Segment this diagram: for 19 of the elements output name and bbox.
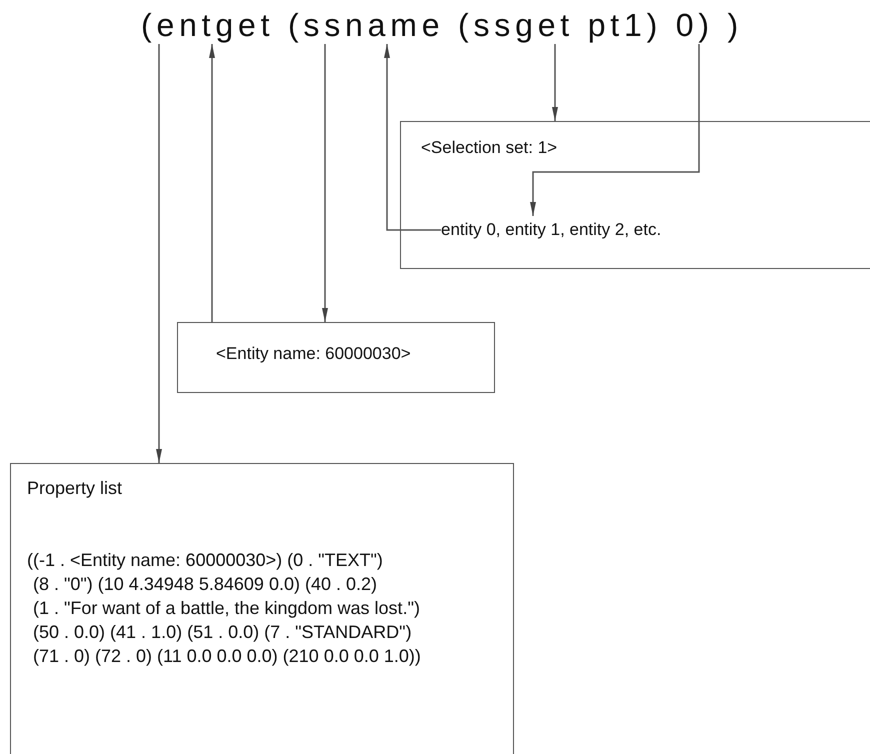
arrow — [552, 44, 558, 121]
code-line: (71 . 0) (72 . 0) (11 0.0 0.0 0.0) (210 0.0 0.0 1.0)) — [33, 646, 421, 667]
lisp-expression: (entget (ssname (ssget pt1) 0) ) — [141, 6, 743, 44]
entity-list-text: entity 0, entity 1, entity 2, etc. — [441, 216, 662, 244]
arrow — [530, 44, 700, 216]
arrow — [156, 44, 162, 463]
code-line: (8 . "0") (10 4.34948 5.84609 0.0) (40 . 0.2) — [33, 574, 377, 595]
entity-name-box — [177, 322, 495, 393]
code-line: (1 . "For want of a battle, the kingdom was lost.") — [33, 598, 420, 619]
arrow — [322, 44, 328, 322]
property-list-box — [10, 463, 514, 754]
arrow — [384, 44, 441, 231]
property-list-heading: Property list — [27, 478, 122, 499]
entity-name-label: <Entity name: 60000030> — [216, 344, 411, 364]
code-line: (50 . 0.0) (41 . 1.0) (51 . 0.0) (7 . "STANDARD") — [33, 622, 412, 643]
arrow — [209, 44, 215, 322]
code-line: ((-1 . <Entity name: 60000030>) (0 . "TEXT") — [27, 550, 383, 571]
selection-set-label: <Selection set: 1> — [421, 138, 558, 158]
selection-set-box — [400, 121, 870, 269]
